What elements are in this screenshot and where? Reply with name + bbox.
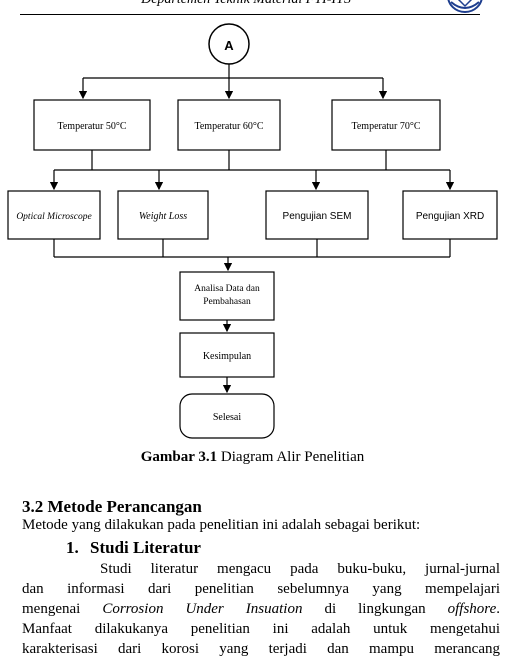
paragraph-line-3-a: mengenai	[22, 601, 103, 617]
connectors-middle	[49, 150, 455, 191]
test-label-sem: Pengujian SEM	[283, 211, 352, 222]
flow-diagram: A Temperatur 50°C Temperatur 60°C Temper…	[7, 23, 498, 439]
analysis-box: Analisa Data dan Pembahasan	[179, 271, 275, 321]
temperature-box-70	[331, 99, 441, 151]
temperature-box-60	[177, 99, 281, 151]
paragraph-line-1: Studi literatur mengacu pada buku-buku, …	[100, 561, 500, 577]
figure-caption: Gambar 3.1 Diagram Alir Penelitian	[0, 449, 505, 466]
conclusion-box: Kesimpulan	[179, 332, 275, 378]
test-box-optical	[7, 190, 101, 240]
paragraph-line-3-c: di lingkungan	[302, 601, 448, 617]
connectors-bottom	[53, 239, 451, 272]
conclusion-label: Kesimpulan	[203, 351, 251, 362]
start-connector-label: A	[224, 38, 234, 53]
paragraph-term-offshore: offshore	[447, 601, 497, 617]
end-label: Selesai	[213, 412, 242, 423]
temperature-label-70: Temperatur 70°C	[351, 121, 420, 132]
paragraph-line-5: karakterisasi dari korosi yang terjadi d…	[22, 641, 500, 657]
institution-logo-icon	[447, 0, 483, 13]
temperature-label-60: Temperatur 60°C	[194, 121, 263, 132]
analysis-label-2: Pembahasan	[203, 297, 251, 307]
paragraph-term-cui: Corrosion Under Insuation	[102, 601, 303, 617]
caption-label: Gambar 3.1	[140, 449, 218, 465]
section-title: 3.2 Metode Perancangan	[22, 497, 202, 516]
test-label-optical: Optical Microscope	[16, 212, 91, 222]
subsection-number: 1.	[66, 538, 79, 557]
test-label-weight-loss: Weight Loss	[139, 211, 187, 222]
test-label-xrd: Pengujian XRD	[416, 211, 484, 222]
subsection-title: Studi Literatur	[90, 538, 201, 557]
test-boxes: Optical Microscope Weight Loss Pengujian…	[7, 190, 498, 240]
temperature-box-50	[33, 99, 151, 151]
connectors-top	[78, 64, 388, 100]
start-connector: A	[208, 23, 250, 65]
running-header: Departemen Teknik Material FTI-ITS	[20, 0, 472, 16]
temperature-boxes: Temperatur 50°C Temperatur 60°C Temperat…	[33, 99, 441, 151]
analysis-label-1: Analisa Data dan	[194, 284, 260, 294]
paragraph-line-3-e: .	[496, 601, 500, 617]
section-intro: Metode yang dilakukan pada penelitian in…	[22, 517, 421, 533]
paragraph-line-2: dan informasi dari penelitian sebelumnya…	[22, 581, 500, 597]
test-box-xrd	[402, 190, 498, 240]
header-rule	[20, 14, 480, 15]
body-paragraph: Studi literatur mengacu pada buku-buku, …	[22, 559, 500, 659]
test-box-weight-loss	[117, 190, 209, 240]
paragraph-line-4: Manfaat dilakukanya penelitian ini adala…	[22, 621, 500, 637]
temperature-label-50: Temperatur 50°C	[57, 121, 126, 132]
end-terminal: Selesai	[179, 393, 275, 439]
subsection-heading: 1. Studi Literatur	[66, 538, 201, 558]
paragraph-line-3: mengenai Corrosion Under Insuation di li…	[22, 599, 500, 619]
caption-text: Diagram Alir Penelitian	[217, 449, 365, 465]
